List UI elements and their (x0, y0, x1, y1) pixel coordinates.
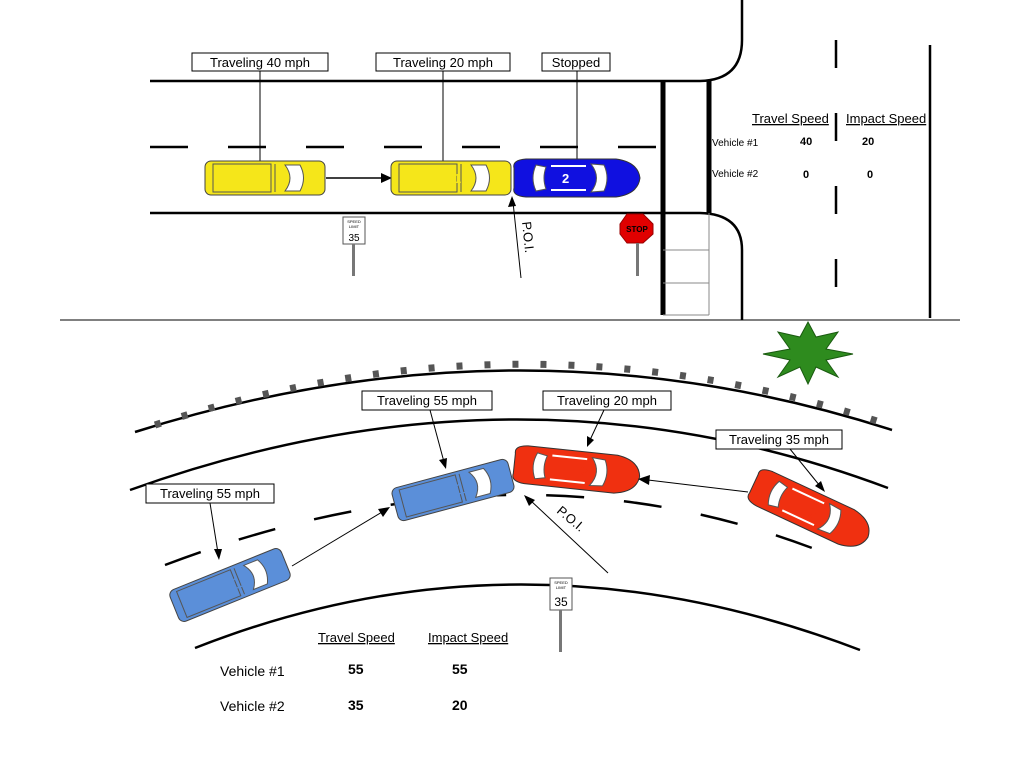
vehicle-1-initial-curve: 1 (167, 546, 293, 624)
speed-limit-sign-top: SPEED LIMIT 35 (342, 216, 366, 276)
road-edge-inner (194, 583, 861, 652)
poi-marker-bottom: P.O.I. (524, 495, 609, 574)
label-stopped: Stopped (541, 52, 611, 162)
vehicle-2-stopped: 2 (512, 158, 641, 198)
svg-text:Vehicle #1: Vehicle #1 (712, 138, 759, 149)
arrow-icon (381, 173, 392, 183)
speed-limit-sign-bottom: SPEED LIMIT 35 (549, 577, 573, 652)
svg-text:1: 1 (454, 171, 461, 186)
svg-text:Impact Speed: Impact Speed (846, 111, 926, 126)
svg-text:Traveling 55 mph: Traveling 55 mph (160, 486, 260, 501)
svg-text:LIMIT: LIMIT (349, 224, 360, 229)
road-edge-south (150, 211, 744, 320)
svg-text:Travel Speed: Travel Speed (318, 630, 395, 645)
svg-text:40: 40 (800, 136, 812, 148)
svg-text:Vehicle #1: Vehicle #1 (220, 663, 285, 679)
label-v1-impact: Traveling 55 mph (361, 390, 493, 469)
crosswalk (663, 249, 709, 316)
guardrail (134, 369, 893, 434)
svg-text:20: 20 (862, 136, 874, 148)
svg-text:35: 35 (348, 233, 360, 244)
svg-text:Traveling 20 mph: Traveling 20 mph (393, 55, 493, 70)
poi-marker-top: P.O.I. (508, 196, 537, 279)
svg-text:P.O.I.: P.O.I. (519, 221, 537, 254)
bottom-scene: 1 1 2 2 Traveling 55 mph Traveling 55 mp… (129, 320, 893, 714)
svg-text:55: 55 (348, 661, 364, 677)
center-line-curve (164, 493, 831, 567)
vehicle-1-initial: 1 (204, 160, 326, 196)
label-traveling-20: Traveling 20 mph (375, 52, 511, 162)
road-edge-outer (129, 418, 889, 492)
vehicle-2-initial-curve: 2 (744, 465, 878, 556)
vehicle-1-impact-curve: 1 (390, 457, 516, 523)
svg-text:55: 55 (452, 661, 468, 677)
label-traveling-40: Traveling 40 mph (191, 52, 329, 162)
svg-text:35: 35 (348, 697, 364, 713)
svg-text:Vehicle #2: Vehicle #2 (220, 698, 285, 714)
svg-text:STOP: STOP (626, 225, 648, 234)
svg-text:1: 1 (277, 171, 284, 186)
vehicle-1-impact: 1 (390, 160, 512, 196)
svg-text:2: 2 (562, 171, 569, 186)
svg-text:Traveling 55 mph: Traveling 55 mph (377, 393, 477, 408)
svg-text:Stopped: Stopped (552, 55, 600, 70)
svg-text:Travel Speed: Travel Speed (752, 111, 829, 126)
vehicle-2-impact-curve: 2 (511, 443, 643, 497)
label-v2-initial: Traveling 35 mph (715, 429, 843, 492)
stop-sign: STOP (619, 213, 654, 276)
svg-text:Traveling 35 mph: Traveling 35 mph (729, 432, 829, 447)
svg-text:SPEED: SPEED (347, 219, 361, 224)
label-v2-impact: Traveling 20 mph (542, 390, 672, 447)
svg-text:SPEED: SPEED (554, 580, 568, 585)
svg-text:Vehicle #2: Vehicle #2 (712, 169, 759, 180)
svg-text:Traveling 20 mph: Traveling 20 mph (557, 393, 657, 408)
svg-text:0: 0 (803, 169, 809, 181)
svg-text:2: 2 (579, 463, 590, 481)
svg-text:35: 35 (554, 595, 568, 609)
tree-icon (762, 320, 854, 386)
svg-text:Impact Speed: Impact Speed (428, 630, 508, 645)
svg-text:LIMIT: LIMIT (556, 585, 567, 590)
svg-text:1: 1 (454, 480, 467, 499)
road-edge-north (150, 0, 744, 83)
speed-table-top: Travel Speed Impact Speed Vehicle #1 40 … (712, 111, 926, 181)
speed-table-bottom: Travel Speed Impact Speed Vehicle #1 55 … (220, 630, 508, 714)
top-scene: Traveling 40 mph Traveling 20 mph Stoppe… (150, 0, 932, 320)
svg-text:20: 20 (452, 697, 468, 713)
svg-text:Traveling 40 mph: Traveling 40 mph (210, 55, 310, 70)
svg-text:0: 0 (867, 169, 873, 181)
svg-text:P.O.I.: P.O.I. (554, 503, 588, 535)
label-v1-initial: Traveling 55 mph (145, 483, 275, 560)
